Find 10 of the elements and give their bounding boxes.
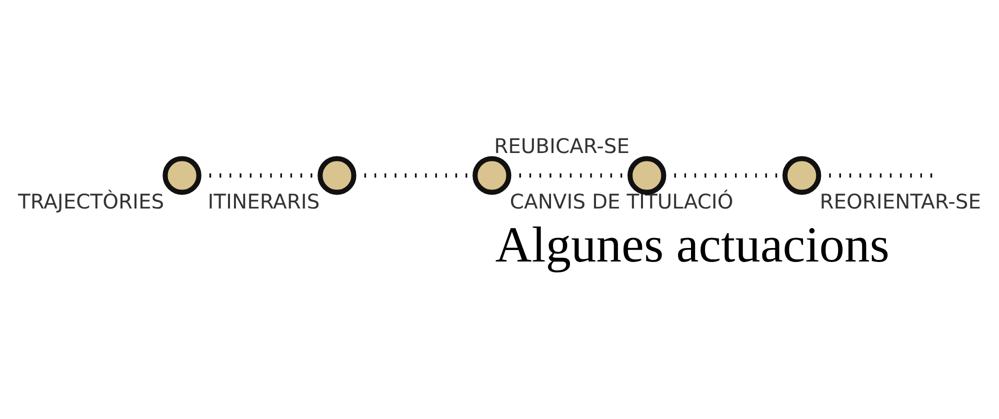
node-label: TRAJECTÒRIES: [18, 188, 164, 213]
node-circle: [472, 156, 512, 194]
node-circle: [782, 156, 822, 194]
diagram-title: Algunes actuacions: [495, 216, 890, 272]
node-label: ITINERARIS: [208, 188, 320, 213]
node-label: REORIENTAR-SE: [820, 188, 981, 213]
node-label: CANVIS DE TITULACIÓ: [510, 188, 734, 213]
node-circle: [318, 156, 356, 194]
node-circle: [162, 156, 202, 194]
node-label: REUBICAR-SE: [494, 133, 630, 158]
